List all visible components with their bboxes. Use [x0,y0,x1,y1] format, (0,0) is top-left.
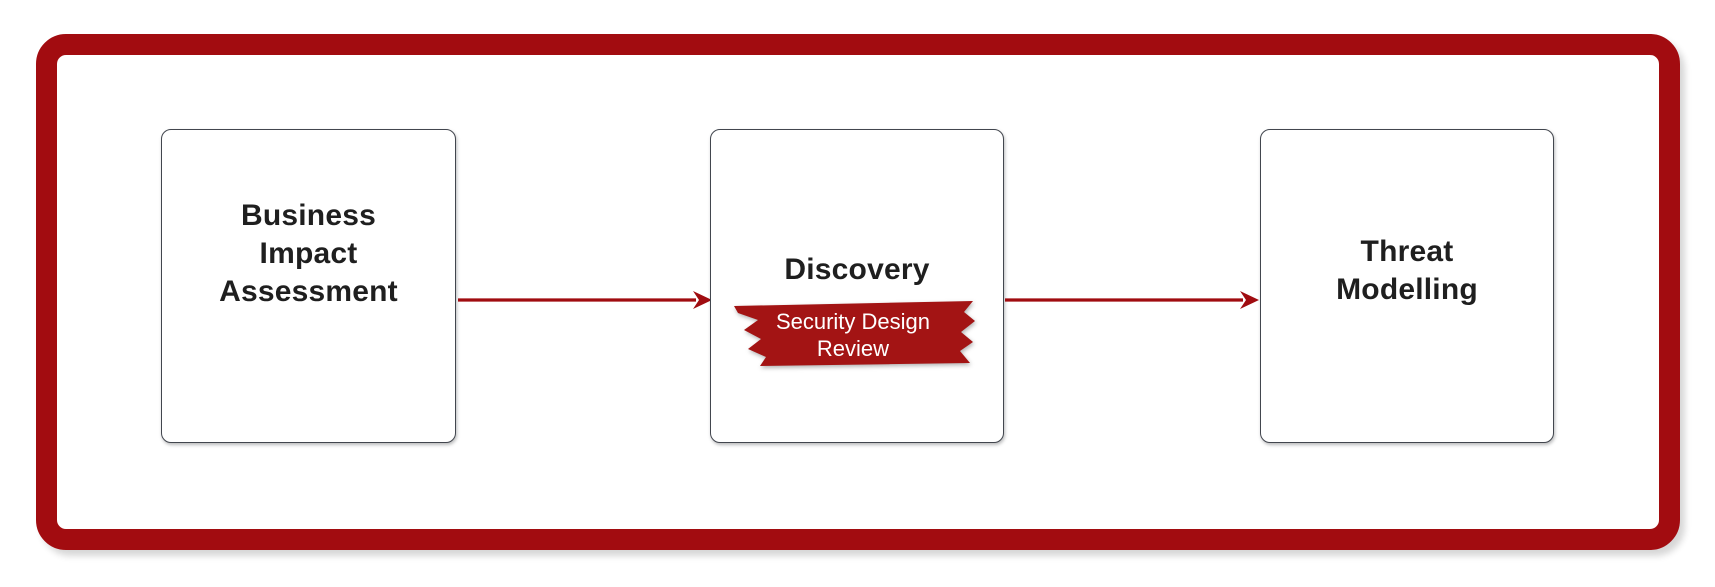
node-label-line: Modelling [1336,273,1478,306]
arrow-bia-to-discovery [458,291,712,309]
ribbon-label: Security Design Review [730,308,976,362]
node-label: Threat Modelling [1261,233,1553,309]
torn-ribbon-shape [734,301,975,366]
node-business-impact-assessment: Business Impact Assessment [161,129,456,443]
arrow-discovery-to-threat-modelling [1005,291,1259,309]
node-label-line: Threat [1360,235,1454,268]
node-label-line: Business [241,199,376,232]
node-discovery: Discovery Security Design Review [710,129,1004,443]
arrowhead-icon [693,291,712,309]
node-label-line: Discovery [784,253,930,286]
outer-red-frame [36,34,1680,550]
node-label: Business Impact Assessment [162,197,455,311]
node-label: Discovery [711,251,1003,289]
node-threat-modelling: Threat Modelling [1260,129,1554,443]
security-design-review-ribbon: Security Design Review [730,299,976,369]
ribbon-label-line: Review [816,336,890,361]
node-label-line: Impact [259,237,358,270]
node-label-line: Assessment [219,275,398,308]
arrowhead-icon [1240,291,1259,309]
ribbon-label-line: Security Design [775,309,931,334]
